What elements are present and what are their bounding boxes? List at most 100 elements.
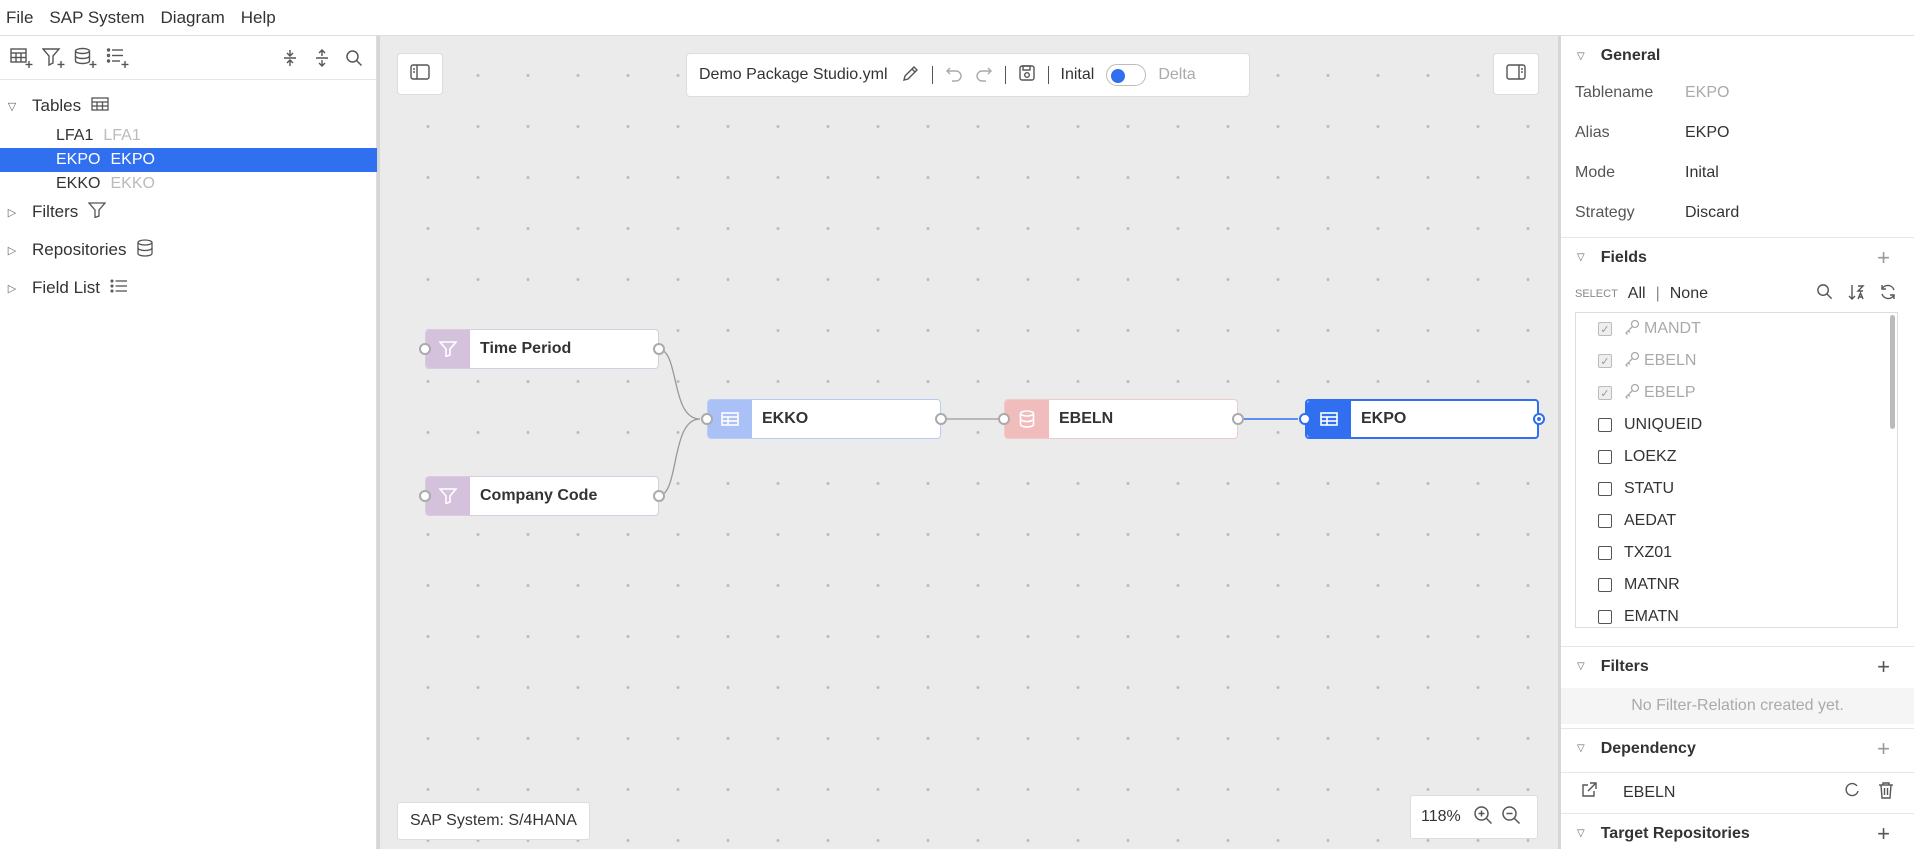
fields-scrollbar[interactable] — [1890, 315, 1895, 429]
prop-value[interactable]: EKPO — [1685, 124, 1730, 141]
external-link-icon[interactable] — [1581, 782, 1597, 803]
field-checkbox[interactable] — [1598, 546, 1612, 560]
add-filter-icon[interactable] — [38, 42, 70, 74]
caret-down-icon[interactable]: ▽ — [1577, 50, 1585, 62]
menu-diagram[interactable]: Diagram — [160, 7, 225, 27]
field-checkbox[interactable]: ✓ — [1598, 386, 1612, 400]
field-row[interactable]: STATU — [1576, 473, 1897, 505]
node-output-port[interactable] — [653, 343, 665, 355]
field-checkbox[interactable]: ✓ — [1598, 354, 1612, 368]
tree-item-ekpo[interactable]: EKPO EKPO — [0, 148, 377, 172]
prop-strategy[interactable]: Strategy Discard — [1575, 204, 1739, 222]
toggle-left-panel-button[interactable] — [397, 53, 443, 95]
tree-item-ekko[interactable]: EKKO EKKO — [0, 172, 377, 196]
node-output-port[interactable] — [1533, 413, 1545, 425]
toggle-right-panel-button[interactable] — [1493, 53, 1539, 95]
add-field-list-icon[interactable] — [102, 42, 134, 74]
zoom-in-icon[interactable] — [1473, 805, 1493, 830]
section-fields[interactable]: ▽ Fields + — [1561, 237, 1914, 277]
field-row[interactable]: LOEKZ — [1576, 441, 1897, 473]
caret-down-icon[interactable]: ▽ — [1577, 743, 1585, 754]
tree-repositories-header[interactable]: ▷ Repositories — [0, 236, 377, 264]
field-row[interactable]: EMATN — [1576, 601, 1897, 627]
search-icon[interactable] — [1816, 283, 1833, 305]
prop-value[interactable]: Inital — [1685, 164, 1719, 181]
field-checkbox[interactable] — [1598, 578, 1612, 592]
node-ekko[interactable]: EKKO — [701, 399, 947, 439]
expand-all-icon[interactable] — [306, 42, 338, 74]
section-target-repositories[interactable]: ▽ Target Repositories + — [1561, 813, 1914, 853]
node-time-period[interactable]: Time Period — [419, 329, 665, 369]
node-input-port[interactable] — [998, 413, 1010, 425]
right-splitter[interactable] — [1558, 36, 1561, 849]
prop-alias[interactable]: Alias EKPO — [1575, 124, 1729, 142]
node-input-port[interactable] — [1299, 413, 1311, 425]
select-all-link[interactable]: All — [1627, 285, 1646, 302]
node-ekpo[interactable]: EKPO — [1299, 399, 1545, 439]
caret-down-icon[interactable]: ▽ — [1577, 252, 1585, 263]
tree-field-list-header[interactable]: ▷ Field List — [0, 274, 377, 302]
diagram-canvas[interactable]: Demo Package Studio.yml Inital Delta Tim… — [380, 36, 1558, 849]
dependency-item[interactable]: EBELN — [1561, 772, 1914, 812]
caret-down-icon[interactable]: ▽ — [7, 100, 17, 113]
node-output-port[interactable] — [935, 413, 947, 425]
field-checkbox[interactable]: ✓ — [1598, 322, 1612, 336]
prop-value[interactable]: Discard — [1685, 204, 1740, 221]
field-row[interactable]: ✓MANDT — [1576, 313, 1897, 345]
left-splitter[interactable] — [377, 36, 380, 849]
field-row[interactable]: MATNR — [1576, 569, 1897, 601]
field-checkbox[interactable] — [1598, 482, 1612, 496]
node-input-port[interactable] — [701, 413, 713, 425]
tree-tables-header[interactable]: ▽ Tables — [0, 92, 377, 120]
field-row[interactable]: AEDAT — [1576, 505, 1897, 537]
redo-icon[interactable] — [975, 64, 993, 87]
refresh-icon[interactable] — [1879, 283, 1897, 306]
menu-sap-system[interactable]: SAP System — [49, 7, 145, 27]
menu-file[interactable]: File — [6, 7, 34, 27]
field-row[interactable]: ✓EBELP — [1576, 377, 1897, 409]
node-input-port[interactable] — [419, 343, 431, 355]
sort-icon[interactable] — [1847, 283, 1865, 306]
node-output-port[interactable] — [1232, 413, 1244, 425]
add-target-icon[interactable]: + — [1877, 820, 1890, 846]
caret-down-icon[interactable]: ▽ — [1577, 661, 1585, 672]
select-none-link[interactable]: None — [1669, 285, 1708, 302]
field-checkbox[interactable] — [1598, 514, 1612, 528]
field-checkbox[interactable] — [1598, 418, 1612, 432]
field-row[interactable]: ✓EBELN — [1576, 345, 1897, 377]
field-checkbox[interactable] — [1598, 610, 1612, 624]
tree-item-lfa1[interactable]: LFA1 LFA1 — [0, 124, 377, 148]
add-table-icon[interactable] — [6, 42, 38, 74]
menu-help[interactable]: Help — [240, 7, 276, 27]
mode-toggle[interactable] — [1106, 64, 1147, 86]
section-dependency[interactable]: ▽ Dependency + — [1561, 728, 1914, 768]
caret-right-icon[interactable]: ▷ — [7, 282, 17, 295]
caret-right-icon[interactable]: ▷ — [7, 206, 17, 219]
add-filter-icon[interactable]: + — [1877, 653, 1890, 679]
prop-mode[interactable]: Mode Inital — [1575, 164, 1719, 182]
field-row[interactable]: UNIQUEID — [1576, 409, 1897, 441]
node-input-port[interactable] — [419, 490, 431, 502]
field-checkbox[interactable] — [1598, 450, 1612, 464]
section-filters[interactable]: ▽ Filters + — [1561, 646, 1914, 686]
node-company-code[interactable]: Company Code — [419, 476, 665, 516]
add-dependency-icon[interactable]: + — [1877, 735, 1890, 761]
caret-down-icon[interactable]: ▽ — [1577, 828, 1585, 839]
search-icon[interactable] — [338, 42, 370, 74]
node-ebeln[interactable]: EBELN — [998, 399, 1244, 439]
collapse-all-icon[interactable] — [274, 42, 306, 74]
node-output-port[interactable] — [653, 490, 665, 502]
field-row[interactable]: TXZ01 — [1576, 537, 1897, 569]
caret-right-icon[interactable]: ▷ — [7, 244, 17, 257]
save-icon[interactable] — [1018, 64, 1036, 87]
reload-icon[interactable] — [1844, 782, 1860, 803]
pencil-icon[interactable] — [902, 64, 920, 87]
undo-icon[interactable] — [945, 64, 963, 87]
section-general[interactable]: ▽ General — [1561, 36, 1914, 76]
zoom-out-icon[interactable] — [1501, 805, 1521, 830]
add-field-icon[interactable]: + — [1877, 244, 1890, 270]
add-repository-icon[interactable] — [70, 42, 102, 74]
tree-filters-header[interactable]: ▷ Filters — [0, 198, 377, 226]
trash-icon[interactable] — [1878, 781, 1894, 804]
